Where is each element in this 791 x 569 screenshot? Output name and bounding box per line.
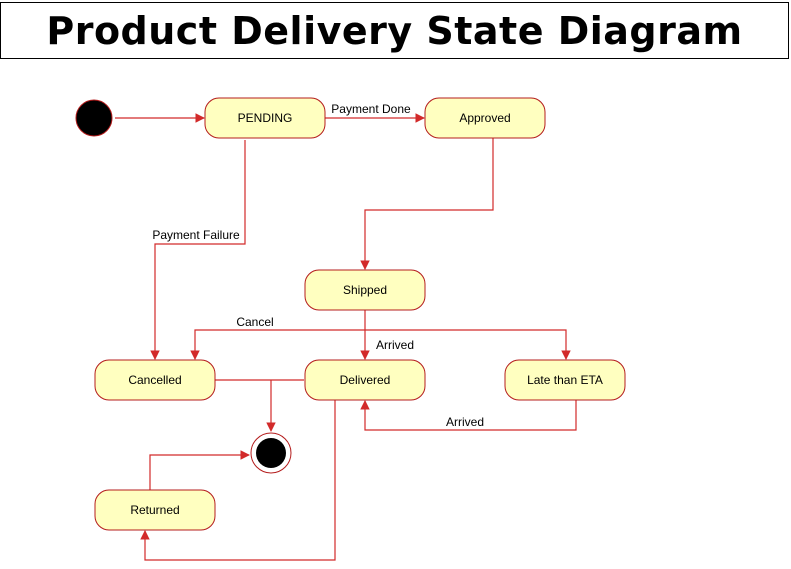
edge-delivered-to-returned — [140, 400, 336, 561]
state-cancelled: Cancelled — [94, 359, 216, 401]
label-arrived-late: Arrived — [446, 415, 484, 429]
state-delivered-label: Delivered — [340, 373, 391, 387]
edge-late-to-delivered — [360, 400, 577, 431]
label-payment-done: Payment Done — [331, 102, 411, 116]
state-returned-label: Returned — [130, 503, 179, 517]
state-approved: Approved — [424, 97, 546, 139]
edge-pending-to-cancelled — [150, 140, 246, 360]
state-cancelled-label: Cancelled — [128, 373, 181, 387]
edge-returned-to-final — [149, 450, 250, 490]
state-late: Late than ETA — [504, 359, 626, 401]
edge-cancel-line — [190, 329, 571, 360]
title-box: Product Delivery State Diagram — [0, 2, 789, 59]
state-delivered: Delivered — [304, 359, 426, 401]
final-state — [250, 432, 292, 474]
state-pending-label: PENDING — [238, 111, 293, 125]
label-cancel: Cancel — [236, 315, 273, 329]
state-returned: Returned — [94, 489, 216, 531]
state-shipped-label: Shipped — [343, 283, 387, 297]
state-late-label: Late than ETA — [527, 373, 603, 387]
state-approved-label: Approved — [459, 111, 510, 125]
edge-approved-to-shipped — [360, 138, 494, 270]
label-payment-failure: Payment Failure — [152, 228, 240, 242]
label-arrived-shipped: Arrived — [376, 338, 414, 352]
state-pending: PENDING — [204, 97, 326, 139]
diagram-title: Product Delivery State Diagram — [46, 8, 743, 53]
state-shipped: Shipped — [304, 269, 426, 311]
initial-state — [75, 99, 113, 137]
